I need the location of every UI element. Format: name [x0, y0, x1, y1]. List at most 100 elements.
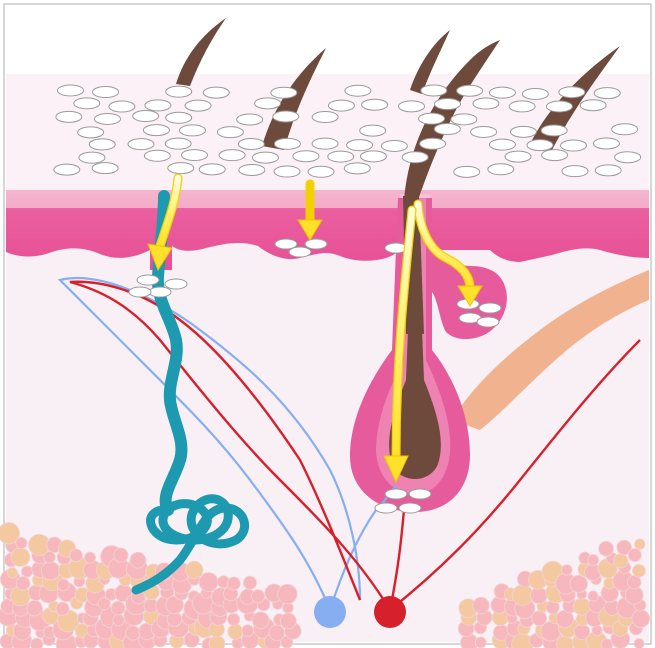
corneocyte: [308, 166, 334, 177]
fat-cell: [251, 590, 264, 603]
corneocyte: [145, 100, 171, 111]
corneocyte: [239, 164, 265, 175]
fat-cell: [475, 637, 486, 648]
fat-cell: [473, 597, 489, 613]
corneocyte: [238, 138, 264, 149]
corneocyte: [312, 138, 338, 149]
corneocyte: [252, 152, 278, 163]
corneocyte: [362, 99, 388, 110]
corneocyte: [217, 127, 243, 138]
corneocyte: [345, 85, 371, 96]
fat-cell: [614, 554, 628, 568]
corneocyte: [78, 127, 104, 138]
fat-cell: [167, 612, 182, 627]
fat-cell: [280, 613, 296, 629]
entry-cell: [305, 239, 327, 249]
corneocyte: [203, 87, 229, 98]
corneocyte: [133, 111, 159, 122]
corneocyte: [593, 138, 619, 149]
corneocyte: [312, 112, 338, 123]
corneocyte: [473, 98, 499, 109]
corneocyte: [561, 140, 587, 151]
entry-cell: [149, 287, 171, 297]
corneocyte: [541, 125, 567, 136]
corneocyte: [128, 139, 154, 150]
fat-cell: [570, 575, 588, 593]
fat-cell: [278, 584, 298, 604]
corneocyte: [109, 101, 135, 112]
corneocyte: [527, 140, 553, 151]
corneocyte: [612, 124, 638, 135]
corneocyte: [562, 166, 588, 177]
corneocyte: [168, 163, 194, 174]
corneocyte: [237, 114, 263, 125]
corneocyte: [74, 98, 100, 109]
corneocyte: [454, 166, 480, 177]
entry-cell: [477, 317, 499, 327]
corneocyte: [57, 85, 83, 96]
corneocyte: [93, 87, 119, 98]
corneocyte: [451, 114, 477, 125]
corneocyte: [328, 151, 354, 162]
corneocyte: [347, 140, 373, 151]
fat-cell: [7, 568, 17, 578]
fat-cell: [84, 552, 95, 563]
corneocyte: [182, 150, 208, 161]
corneocyte: [435, 99, 461, 110]
corneocyte: [505, 151, 531, 162]
corneocyte: [328, 100, 354, 111]
artery-trunk: [374, 596, 406, 628]
fat-cell: [632, 610, 650, 628]
fat-cell: [16, 576, 30, 590]
corneocyte: [166, 112, 192, 123]
corneocyte: [360, 151, 386, 162]
corneocyte: [219, 150, 245, 161]
corneocyte: [510, 126, 536, 137]
corneocyte: [143, 125, 169, 136]
fat-cell: [41, 562, 59, 580]
corneocyte: [166, 86, 192, 97]
entry-cell: [289, 247, 311, 257]
corneocyte: [360, 125, 386, 136]
corneocyte: [489, 87, 515, 98]
corneocyte: [402, 152, 428, 163]
fat-cell: [44, 551, 56, 563]
fat-cell: [199, 573, 218, 592]
corneocyte: [144, 150, 170, 161]
fat-cell: [512, 585, 533, 606]
fat-cell: [31, 638, 43, 648]
corneocyte: [399, 101, 425, 112]
entry-cell: [165, 279, 187, 289]
fat-cell: [113, 614, 124, 625]
fat-cell: [634, 638, 644, 648]
fat-cell: [11, 548, 30, 567]
vein-trunk: [314, 596, 346, 628]
fat-cell: [21, 566, 32, 577]
fat-cell: [243, 576, 256, 589]
fat-cell: [228, 613, 240, 625]
corneocyte: [489, 139, 515, 150]
entry-cell: [375, 503, 397, 513]
fat-cell: [70, 549, 83, 562]
fat-cell: [242, 625, 254, 637]
corneocyte: [56, 111, 82, 122]
corneocyte: [457, 85, 483, 96]
fat-cell: [252, 612, 269, 629]
fat-cell: [185, 561, 202, 578]
fat-cell: [599, 541, 614, 556]
corneocyte: [488, 164, 514, 175]
fat-cell: [114, 548, 128, 562]
fat-cell: [27, 600, 42, 615]
corneocyte: [165, 138, 191, 149]
corneocyte: [434, 124, 460, 135]
corneocyte: [381, 140, 407, 151]
corneocyte: [522, 88, 548, 99]
corneocyte: [542, 150, 568, 161]
corneocyte: [94, 113, 120, 124]
corneocyte: [54, 164, 80, 175]
corneocyte: [180, 125, 206, 136]
entry-cell: [409, 489, 431, 499]
fat-cell: [561, 565, 572, 576]
